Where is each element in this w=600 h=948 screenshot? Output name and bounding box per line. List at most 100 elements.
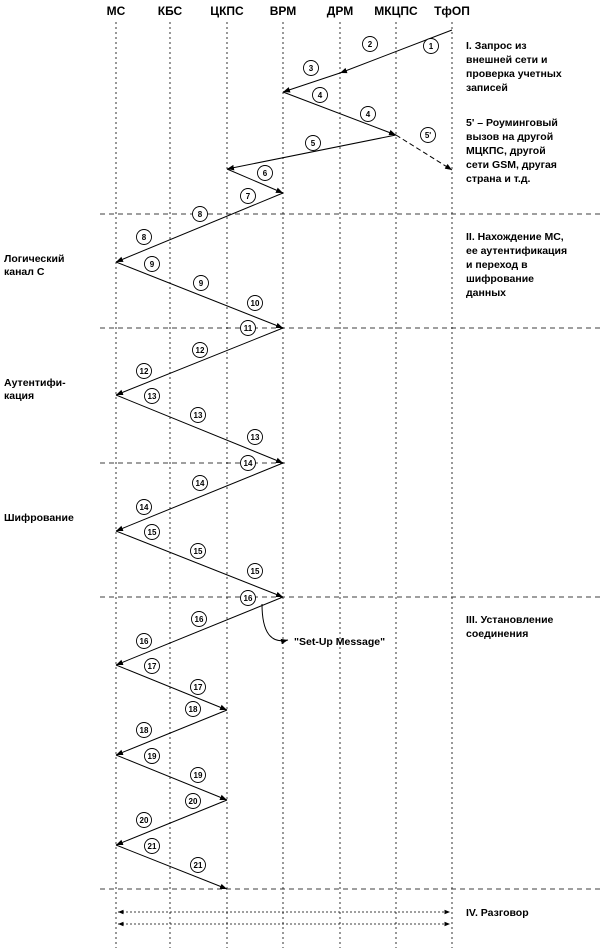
phase-1-line-2: внешней сети и [466,54,547,66]
message-number-circle [144,524,160,540]
column-header-drm: ДРМ [327,4,353,18]
phase-2-line-3: и переход в [466,259,528,271]
message-number-circle [190,679,206,695]
message-number-circle [190,857,206,873]
column-header-tskps: ЦКПС [210,4,244,18]
column-header-tfop: ТфОП [434,4,470,18]
message-number-circle [136,499,152,515]
message-number-circle [247,295,263,311]
roaming-note-line-4: сети GSM, другая [466,159,557,171]
roaming-note-line-2: вызов на другой [466,131,553,143]
arrow-msg-19 [115,754,228,801]
message-number-circle [190,543,206,559]
phase-3-line-2: соединения [466,628,528,640]
message-number-circle [192,342,208,358]
message-number: 2 [368,40,373,49]
message-number: 13 [251,433,260,442]
message-number-circle [191,611,207,627]
arrow-msg-13 [115,394,284,464]
column-header-mktsps: МКЦПС [374,4,418,18]
message-number: 1 [429,42,434,51]
phase-2-line-1: II. Нахождение МС, [466,231,564,243]
message-number: 9 [150,260,155,269]
message-number: 21 [148,842,157,851]
message-number: 15 [194,547,203,556]
arrow-msg-18 [115,709,228,756]
message-number-circle [185,793,201,809]
message-number: 12 [140,367,149,376]
message-number: 4 [318,91,323,100]
arrow-msg-3 [282,72,341,93]
roaming-note-line-1: 5' – Роуминговый [466,117,558,129]
message-number-circle [136,812,152,828]
message-number: 18 [140,726,149,735]
arrow-msg-5 [226,134,397,171]
message-number-circle [144,256,160,272]
arrow-msg-15 [115,530,284,598]
message-number-circle [136,363,152,379]
message-number-circle [360,106,376,122]
message-number-circle [303,60,319,76]
message-number-circle [144,838,160,854]
label-encryption: Шифрование [4,512,74,524]
message-number: 13 [148,392,157,401]
column-header-kbs: КБС [158,4,183,18]
phase-1-line-1: I. Запрос из [466,40,527,52]
message-number: 18 [189,705,198,714]
roaming-note-line-5: страна и т.д. [466,173,531,185]
message-number: 13 [194,411,203,420]
phase-separators [100,213,600,890]
message-number-circle [144,658,160,674]
label-logical-channel-line-2: канал С [4,266,45,278]
phase-1-line-3: проверка учетных [466,68,562,80]
phase-descriptions: I. Запрос из внешней сети и проверка уче… [466,40,567,919]
phase-4-line-1: IV. Разговор [466,907,529,919]
column-header-ms: МС [107,4,126,18]
message-number-circle [312,87,328,103]
message-number: 11 [244,324,253,333]
message-number: 14 [140,503,149,512]
message-number: 15 [251,567,260,576]
message-number: 12 [196,346,205,355]
lifelines [115,22,453,948]
message-number: 3 [309,64,314,73]
message-number: 7 [246,192,251,201]
message-number: 9 [199,279,204,288]
message-number-circle [190,767,206,783]
message-number-circle [240,188,256,204]
column-header-vrm: ВРМ [270,4,297,18]
message-number: 19 [194,771,203,780]
arrow-msg-20 [115,799,228,846]
label-authentication-line-1: Аутентифи- [4,377,66,389]
column-headers: МС КБС ЦКПС ВРМ ДРМ МКЦПС ТфОП [107,4,470,18]
message-number-circle [136,633,152,649]
message-number: 5' [425,131,431,140]
label-logical-channel-line-1: Логический [4,253,64,265]
left-labels: Логический канал С Аутентифи- кация Шифр… [4,253,74,524]
message-number: 10 [251,299,260,308]
label-authentication-line-2: кация [4,390,34,402]
arrow-msg-5-roaming [395,134,453,171]
message-number: 14 [196,479,205,488]
arrow-msg-14 [115,462,284,532]
message-number: 16 [195,615,204,624]
message-number: 5 [311,139,316,148]
message-number-circle [240,590,256,606]
phase-1-line-4: записей [466,82,508,94]
message-number-circle [185,701,201,717]
message-number: 4 [366,110,371,119]
message-number-circle [247,563,263,579]
message-number-circle [240,320,256,336]
conversation-arrows [118,909,450,927]
arrow-msg-11-12 [115,327,284,396]
message-number: 16 [244,594,253,603]
message-number-markers: 1234455'67889910111212131313141414151515… [136,36,439,873]
arrow-msg-16 [115,596,284,666]
message-number-circle [362,36,378,52]
message-number: 17 [194,683,203,692]
message-number: 16 [140,637,149,646]
message-number-circle [247,429,263,445]
arrow-msg-21 [115,844,228,890]
phase-3-line-1: III. Установление [466,614,554,626]
